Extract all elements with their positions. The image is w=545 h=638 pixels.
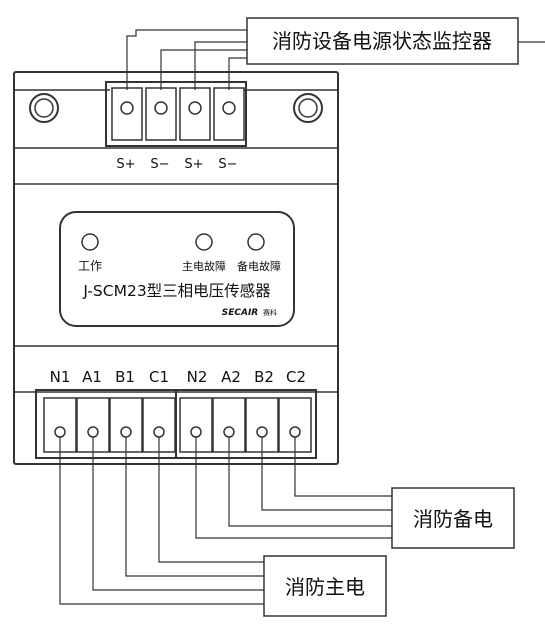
front-panel [59, 211, 295, 327]
top-terminal-label-4: S− [218, 157, 237, 172]
callout-monitor-label: 消防设备电源状态监控器 [272, 29, 492, 53]
indicator-label-main-fault: 主电故障 [182, 259, 226, 273]
bottom-terminal-label-b1: B1 [115, 368, 135, 386]
bottom-terminal-label-n1: N1 [50, 368, 71, 386]
device-body [13, 71, 339, 465]
mounting-screw-right [293, 93, 323, 123]
bottom-terminal-label-a2: A2 [221, 368, 241, 386]
top-terminal-label-3: S+ [184, 157, 203, 172]
led-main-fault [195, 233, 213, 251]
bottom-terminal-label-n2: N2 [187, 368, 208, 386]
mounting-screw-left [29, 93, 59, 123]
brand-logo-cn: 赛科 [263, 308, 277, 317]
callout-main-power: 消防主电 [263, 555, 387, 617]
top-terminal-label-1: S+ [116, 157, 135, 172]
indicator-label-work: 工作 [78, 259, 102, 273]
bottom-terminal-label-b2: B2 [254, 368, 274, 386]
callout-backup-power-label: 消防备电 [413, 507, 493, 531]
led-work [81, 233, 99, 251]
device-model: J-SCM23型三相电压传感器 [82, 282, 271, 300]
indicator-label-backup-fault: 备电故障 [237, 259, 281, 273]
led-backup-fault [247, 233, 265, 251]
bottom-terminal-label-c2: C2 [286, 368, 306, 386]
bottom-terminal-label-c1: C1 [149, 368, 169, 386]
top-terminal-block [105, 81, 247, 147]
top-terminal-label-2: S− [150, 157, 169, 172]
wires-backup-power [195, 437, 392, 539]
bottom-terminal-label-a1: A1 [82, 368, 102, 386]
wires-main-power [59, 437, 264, 605]
wires-monitor [126, 29, 545, 90]
callout-monitor: 消防设备电源状态监控器 [246, 17, 519, 65]
callout-main-power-label: 消防主电 [285, 575, 365, 599]
callout-backup-power: 消防备电 [391, 487, 515, 549]
brand-logo: SECAIR [222, 308, 259, 318]
bottom-terminal-block [35, 389, 317, 459]
